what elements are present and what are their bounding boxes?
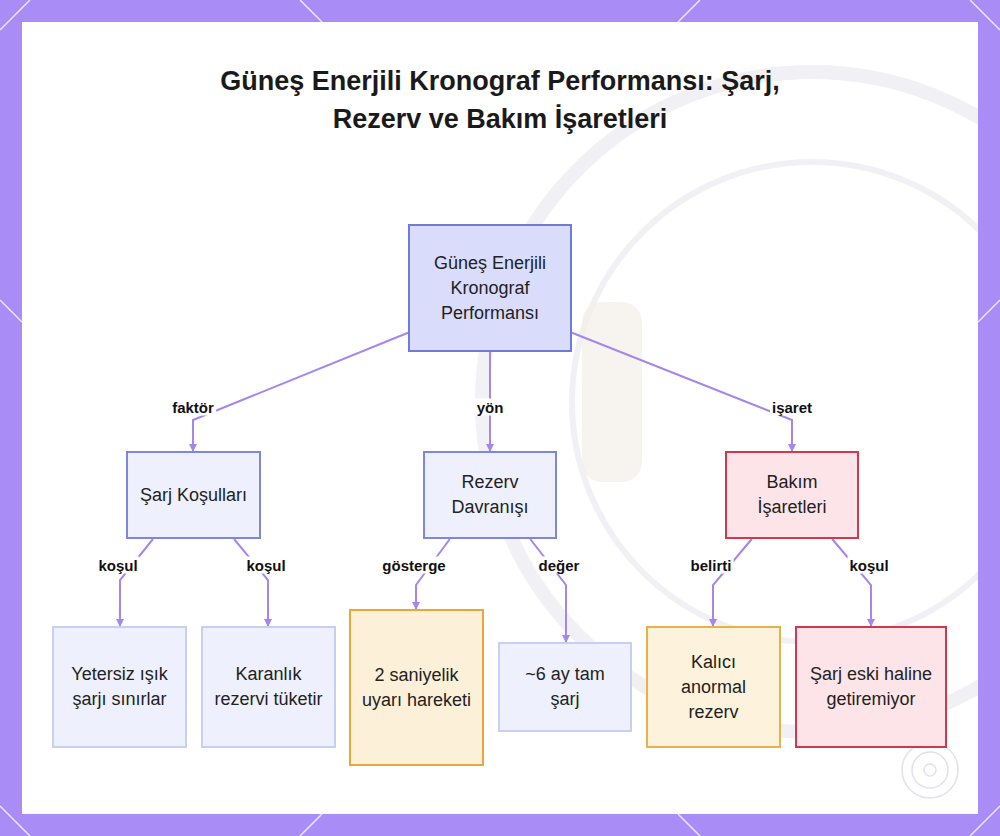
node-label: Bakım İşaretleri [737, 470, 847, 520]
root-box: Güneş Enerjili Kronograf Performansı [408, 224, 572, 352]
leaf-box: ~6 ay tam şarj [498, 642, 632, 732]
node-label: ~6 ay tam şarj [510, 662, 620, 712]
indicator-box: 2 saniyelik uyarı hareketi [349, 609, 484, 766]
node-label: Kalıcı anormal rezerv [658, 650, 769, 725]
edge-label: koşul [244, 557, 287, 574]
node-label: Şarj eski haline getiremiyor [807, 662, 935, 712]
node-text-group: Rezerv Davranışı [435, 470, 545, 520]
node-text-group: Şarj eski haline getiremiyor [807, 662, 935, 712]
node-label: Rezerv Davranışı [435, 470, 545, 520]
node-text-group: Güneş Enerjili Kronograf Performansı [420, 251, 560, 326]
symptom-box: Kalıcı anormal rezerv [646, 626, 781, 748]
node-text-group: Karanlık rezervi tüketir [213, 662, 324, 712]
diagram-title: Güneş Enerjili Kronograf Performansı: Şa… [220, 62, 780, 138]
warning-box: Şarj eski haline getiremiyor [795, 626, 947, 748]
edge-label: faktör [170, 399, 216, 416]
edge-label: koşul [96, 557, 139, 574]
node-label: Güneş Enerjili Kronograf Performansı [420, 251, 560, 326]
connector-line [530, 539, 566, 642]
node-label: 2 saniyelik uyarı hareketi [361, 663, 472, 713]
leaf-box: Yetersiz ışık şarjı sınırlar [52, 626, 187, 748]
warning-box: Bakım İşaretleri [725, 451, 859, 539]
node-text-group: Bakım İşaretleri [737, 470, 847, 520]
node-text-group: Yetersiz ışık şarjı sınırlar [64, 662, 175, 712]
edge-label: değer [537, 557, 582, 574]
edge-label: gösterge [380, 557, 447, 574]
node-label: Karanlık rezervi tüketir [213, 662, 324, 712]
connector-line [234, 539, 268, 626]
category-box: Şarj Koşulları [126, 451, 261, 539]
connector-line [193, 333, 408, 451]
connector-line [416, 539, 450, 609]
edge-label: koşul [847, 557, 890, 574]
node-text-group: 2 saniyelik uyarı hareketi [361, 663, 472, 713]
connector-line [713, 539, 752, 626]
connector-line [120, 539, 153, 626]
node-text-group: Kalıcı anormal rezerv [658, 650, 769, 725]
edge-label: işaret [770, 399, 814, 416]
node-text-group: ~6 ay tam şarj [510, 662, 620, 712]
category-box: Rezerv Davranışı [423, 451, 557, 539]
node-label: Şarj Koşulları [140, 483, 247, 508]
edge-label: belirti [689, 557, 734, 574]
edge-label: yön [475, 399, 506, 416]
node-label: Yetersiz ışık şarjı sınırlar [64, 662, 175, 712]
connector-line [832, 539, 871, 626]
node-text-group: Şarj Koşulları [140, 483, 247, 508]
connector-line [572, 333, 792, 451]
leaf-box: Karanlık rezervi tüketir [201, 626, 336, 748]
